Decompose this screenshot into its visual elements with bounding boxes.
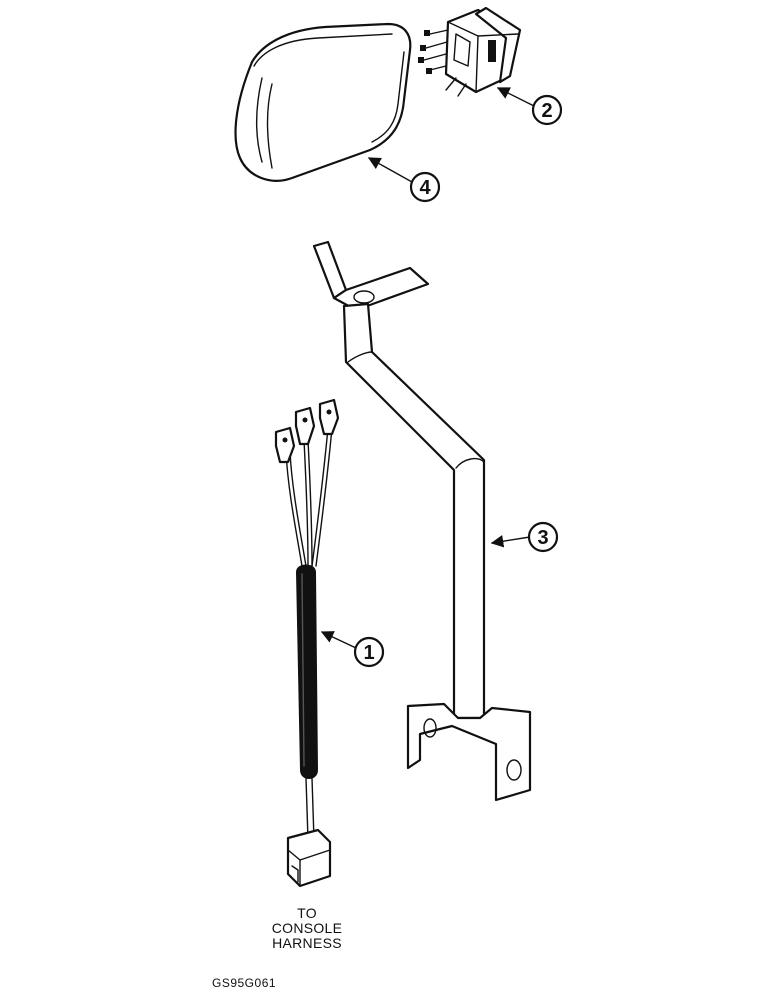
part-3-mounting-bracket [312, 240, 532, 802]
part-4-switch-housing [234, 22, 412, 182]
figure-id: GS95G061 [212, 976, 277, 990]
callout-1: 1 [353, 636, 385, 668]
console-harness-label: TO CONSOLE HARNESS [252, 906, 362, 951]
callout-2-number: 2 [541, 100, 552, 122]
console-label-line-2: CONSOLE [271, 920, 343, 936]
callout-4: 4 [409, 171, 441, 203]
callout-4-number: 4 [419, 177, 431, 199]
callout-3: 3 [527, 521, 559, 553]
part-1-wire-harness [274, 398, 340, 888]
callout-3-number: 3 [537, 527, 548, 549]
console-label-line-3: HARNESS [272, 935, 342, 951]
callout-1-number: 1 [363, 642, 374, 664]
part-2-rocker-switch [418, 6, 522, 97]
console-label-line-1: TO [297, 905, 317, 921]
callout-leaders [320, 87, 535, 649]
callout-2: 2 [531, 94, 563, 126]
